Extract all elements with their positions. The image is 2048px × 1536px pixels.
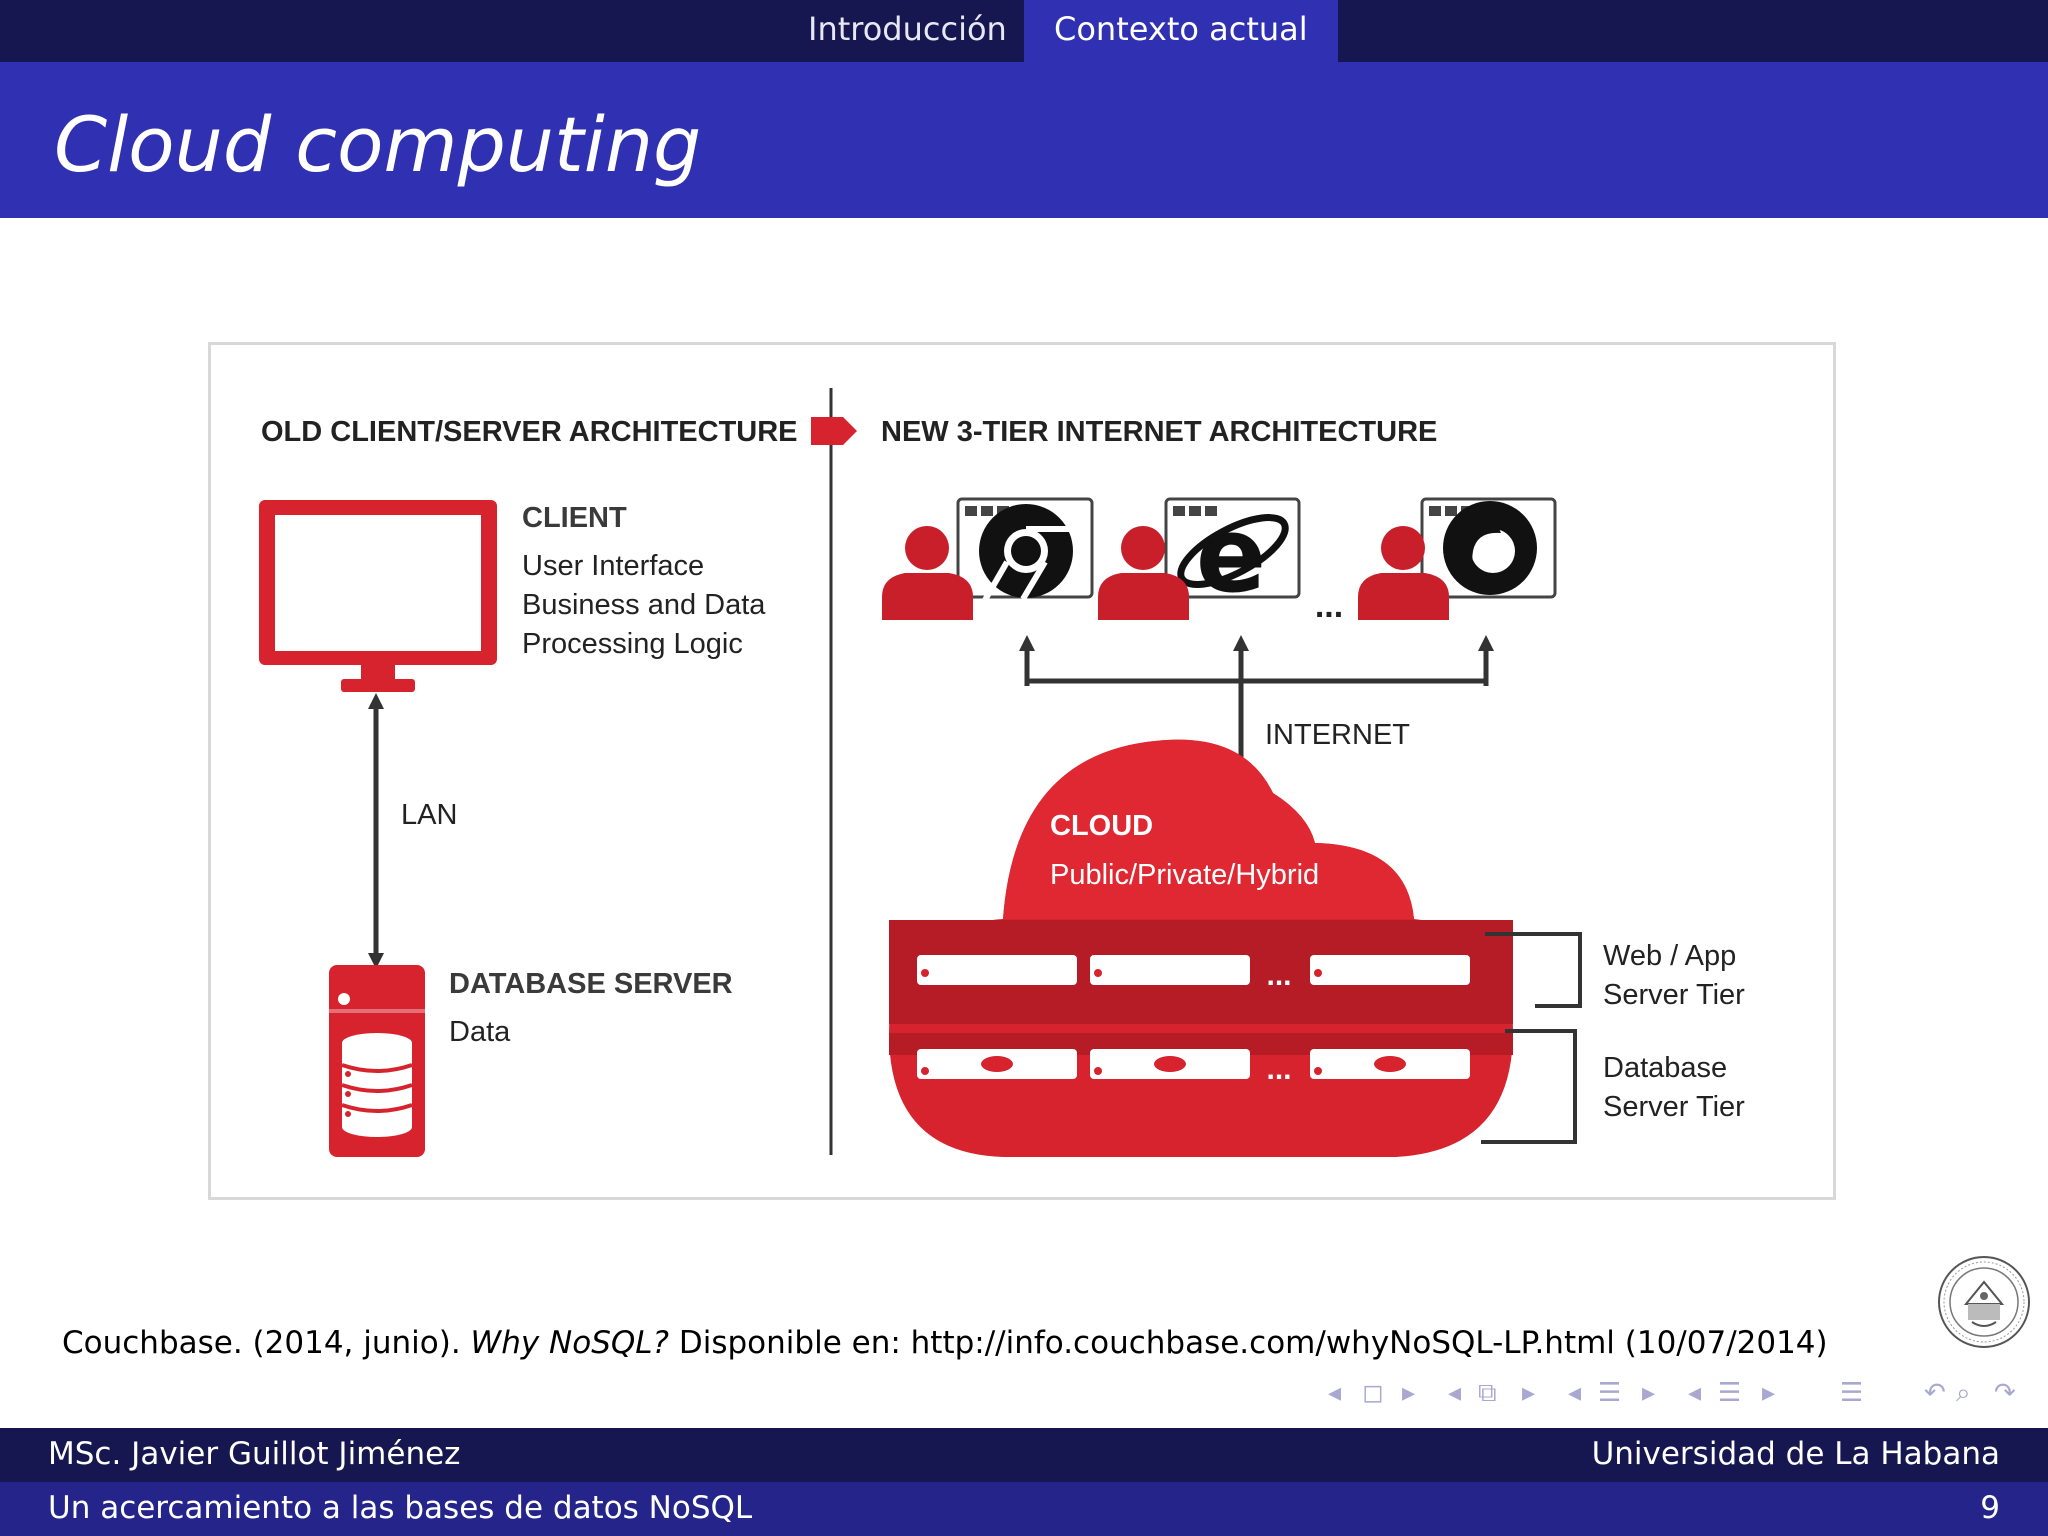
internet-label: INTERNET bbox=[1265, 719, 1410, 751]
prev-frame-arrow-icon[interactable]: ◂ bbox=[1328, 1378, 1342, 1408]
database-tier-bracket bbox=[1481, 1029, 1577, 1144]
appendix-icon[interactable]: ☰ bbox=[1840, 1378, 1864, 1408]
app-server-block bbox=[917, 955, 1077, 985]
transition-arrow-tag bbox=[811, 417, 857, 445]
nav-section-contexto-actual[interactable]: Contexto actual bbox=[1024, 0, 1338, 62]
database-tier-label-1: Database bbox=[1603, 1052, 1727, 1084]
user-with-firefox-browser bbox=[1358, 497, 1557, 620]
client-line-3: Processing Logic bbox=[522, 628, 743, 660]
internet-explorer-icon: e bbox=[1177, 494, 1289, 616]
citation-title: Why NoSQL? bbox=[470, 1325, 670, 1361]
db-servers-ellipsis: ... bbox=[1266, 1053, 1291, 1086]
footer-title-bar: Un acercamiento a las bases de datos NoS… bbox=[0, 1482, 2048, 1536]
database-tier-label-2: Server Tier bbox=[1603, 1091, 1745, 1123]
monitor-icon bbox=[259, 500, 497, 692]
lan-label: LAN bbox=[401, 799, 457, 831]
prev-subsection-arrow-icon[interactable]: ◂ bbox=[1448, 1378, 1462, 1408]
user-with-ie-browser: e bbox=[1098, 494, 1301, 620]
next-frame-arrow-icon[interactable]: ▸ bbox=[1402, 1378, 1416, 1408]
user-icon bbox=[1358, 526, 1449, 620]
undo-icon[interactable]: ↶ bbox=[1924, 1378, 1946, 1408]
next-section-arrow-icon[interactable]: ▸ bbox=[1642, 1378, 1656, 1408]
document-icon[interactable]: ☰ bbox=[1718, 1378, 1742, 1408]
reference-citation: Couchbase. (2014, junio). Why NoSQL? Dis… bbox=[62, 1325, 1828, 1361]
footer-author: MSc. Javier Guillot Jiménez bbox=[48, 1436, 461, 1472]
svg-text:e: e bbox=[1196, 494, 1267, 616]
chrome-icon bbox=[979, 504, 1073, 602]
more-users-ellipsis: ... bbox=[1315, 587, 1343, 625]
beamer-navigation-controls: ◂ ◻ ▸ ◂ ⧉ ▸ ◂ ☰ ▸ ◂ ☰ ▸ ☰ ↶ ⌕ ↷ bbox=[1320, 1378, 2032, 1414]
database-server-title: DATABASE SERVER bbox=[449, 968, 733, 1000]
frame-icon[interactable]: ◻ bbox=[1362, 1378, 1384, 1408]
slide-title-bar: Cloud computing bbox=[0, 62, 2048, 218]
prev-section-arrow-icon[interactable]: ◂ bbox=[1568, 1378, 1582, 1408]
university-seal-logo bbox=[1936, 1242, 2032, 1366]
user-icon bbox=[1098, 526, 1189, 620]
database-server-icon bbox=[329, 965, 425, 1157]
page-number: 9 bbox=[1980, 1490, 2000, 1526]
next-subsection-arrow-icon[interactable]: ▸ bbox=[1522, 1378, 1536, 1408]
database-server-row bbox=[917, 1049, 1470, 1079]
section-navigation-bar: Introducción Contexto actual bbox=[0, 0, 2048, 62]
user-with-chrome-browser bbox=[882, 497, 1094, 620]
prev-document-arrow-icon[interactable]: ◂ bbox=[1688, 1378, 1702, 1408]
architecture-diagram: OLD CLIENT/SERVER ARCHITECTURE NEW 3-TIE… bbox=[208, 342, 1836, 1200]
app-servers-ellipsis: ... bbox=[1266, 959, 1291, 992]
search-icon[interactable]: ⌕ bbox=[1956, 1378, 1971, 1408]
web-app-tier-label-1: Web / App bbox=[1603, 940, 1736, 972]
database-server-line: Data bbox=[449, 1016, 511, 1048]
cloud-title: CLOUD bbox=[1050, 810, 1153, 842]
citation-author-date: Couchbase. (2014, junio). bbox=[62, 1325, 471, 1361]
citation-source: Disponible en: http://info.couchbase.com… bbox=[669, 1325, 1828, 1361]
section-icon[interactable]: ☰ bbox=[1598, 1378, 1622, 1408]
slide-title: Cloud computing bbox=[54, 100, 702, 189]
firefox-icon bbox=[1443, 501, 1537, 595]
web-app-tier-bracket bbox=[1485, 932, 1582, 1008]
subsection-icon[interactable]: ⧉ bbox=[1478, 1378, 1497, 1408]
next-document-arrow-icon[interactable]: ▸ bbox=[1762, 1378, 1776, 1408]
new-architecture-heading: NEW 3-TIER INTERNET ARCHITECTURE bbox=[881, 416, 1437, 448]
client-title: CLIENT bbox=[522, 502, 627, 534]
app-server-block bbox=[1310, 955, 1470, 985]
redo-icon[interactable]: ↷ bbox=[1994, 1378, 2016, 1408]
footer-institution: Universidad de La Habana bbox=[1591, 1436, 2000, 1472]
footer-author-bar: MSc. Javier Guillot Jiménez Universidad … bbox=[0, 1428, 2048, 1482]
nav-section-introduccion[interactable]: Introducción bbox=[778, 0, 1037, 62]
footer-talk-title: Un acercamiento a las bases de datos NoS… bbox=[48, 1490, 753, 1526]
cloud-subtitle: Public/Private/Hybrid bbox=[1050, 859, 1319, 891]
client-line-1: User Interface bbox=[522, 550, 704, 582]
client-line-2: Business and Data bbox=[522, 589, 766, 621]
web-app-tier-label-2: Server Tier bbox=[1603, 979, 1745, 1011]
old-architecture-heading: OLD CLIENT/SERVER ARCHITECTURE bbox=[261, 416, 798, 448]
user-icon bbox=[882, 526, 973, 620]
web-app-server-row bbox=[917, 955, 1470, 985]
app-server-block bbox=[1090, 955, 1250, 985]
